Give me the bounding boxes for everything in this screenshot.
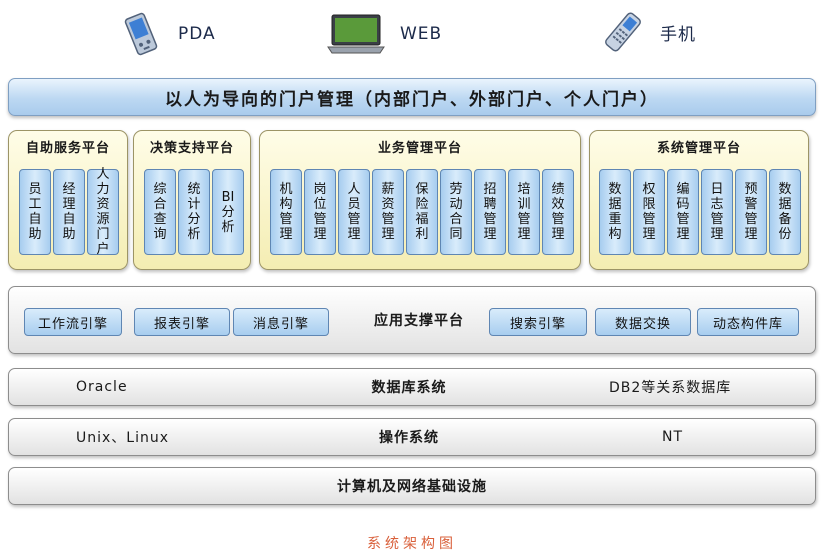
- module-button[interactable]: 数据备份: [769, 169, 801, 255]
- module-button[interactable]: BI分析: [212, 169, 244, 255]
- platform-title: 决策支持平台: [149, 141, 234, 156]
- module-button[interactable]: 培训管理: [508, 169, 540, 255]
- module-button[interactable]: 经理自助: [53, 169, 85, 255]
- module-button[interactable]: 岗位管理: [304, 169, 336, 255]
- device-label: WEB: [400, 24, 443, 44]
- database-layer: Oracle 数据库系统 DB2等关系数据库: [8, 368, 816, 406]
- module-button[interactable]: 预警管理: [735, 169, 767, 255]
- infrastructure-layer: 计算机及网络基础设施: [8, 467, 816, 505]
- device-mobile: 手机: [600, 10, 696, 54]
- module-button[interactable]: 日志管理: [701, 169, 733, 255]
- device-label: 手机: [660, 24, 696, 45]
- module-button[interactable]: 机构管理: [270, 169, 302, 255]
- pda-icon: [124, 12, 158, 56]
- module-button[interactable]: 人员管理: [338, 169, 370, 255]
- database-label: 数据库系统: [371, 380, 447, 396]
- device-web: WEB: [326, 12, 442, 56]
- portal-bar: 以人为导向的门户管理（内部门户、外部门户、个人门户）: [8, 78, 816, 116]
- module-button[interactable]: 统计分析: [178, 169, 210, 255]
- diagram-caption: 系统架构图: [367, 536, 457, 552]
- device-pda: PDA: [118, 12, 216, 56]
- database-right: DB2等关系数据库: [609, 380, 732, 396]
- engine-button[interactable]: 动态构件库: [697, 308, 799, 336]
- os-layer: Unix、Linux 操作系统 NT: [8, 418, 816, 456]
- module-button[interactable]: 薪资管理: [372, 169, 404, 255]
- engine-button[interactable]: 报表引擎: [134, 308, 230, 336]
- app-support-layer: 工作流引擎 报表引擎 消息引擎 应用支撑平台 搜索引擎 数据交换 动态构件库: [8, 286, 816, 354]
- engine-button[interactable]: 消息引擎: [233, 308, 329, 336]
- platform-title: 系统管理平台: [656, 141, 741, 156]
- platform-decision-support: 决策支持平台 综合查询 统计分析 BI分析: [133, 130, 251, 270]
- os-label: 操作系统: [379, 430, 439, 446]
- os-right: NT: [662, 429, 684, 445]
- platform-title: 业务管理平台: [377, 141, 462, 156]
- engine-button[interactable]: 工作流引擎: [24, 308, 122, 336]
- device-label: PDA: [178, 24, 216, 44]
- platform-system-management: 系统管理平台 数据重构 权限管理 编码管理 日志管理 预警管理 数据备份: [589, 130, 809, 270]
- platform-title: 自助服务平台: [25, 141, 110, 156]
- os-left: Unix、Linux: [76, 430, 170, 446]
- portal-label: 以人为导向的门户管理（内部门户、外部门户、个人门户）: [165, 89, 659, 110]
- module-button[interactable]: 保险福利: [406, 169, 438, 255]
- module-button[interactable]: 员工自助: [19, 169, 51, 255]
- database-left: Oracle: [76, 379, 128, 395]
- app-support-label: 应用支撑平台: [374, 313, 464, 329]
- module-button[interactable]: 绩效管理: [542, 169, 574, 255]
- module-button[interactable]: 综合查询: [144, 169, 176, 255]
- platform-business-management: 业务管理平台 机构管理 岗位管理 人员管理 薪资管理 保险福利 劳动合同 招聘管…: [259, 130, 581, 270]
- module-button[interactable]: 招聘管理: [474, 169, 506, 255]
- engine-button[interactable]: 搜索引擎: [489, 308, 587, 336]
- infrastructure-label: 计算机及网络基础设施: [337, 479, 487, 495]
- module-button[interactable]: 数据重构: [599, 169, 631, 255]
- laptop-icon: [327, 14, 385, 54]
- module-button[interactable]: 权限管理: [633, 169, 665, 255]
- mobile-phone-icon: [605, 12, 641, 52]
- module-button[interactable]: 编码管理: [667, 169, 699, 255]
- module-button[interactable]: 人力资源门户: [87, 167, 119, 257]
- platform-self-service: 自助服务平台 员工自助 经理自助 人力资源门户: [8, 130, 128, 270]
- module-button[interactable]: 劳动合同: [440, 169, 472, 255]
- engine-button[interactable]: 数据交换: [595, 308, 691, 336]
